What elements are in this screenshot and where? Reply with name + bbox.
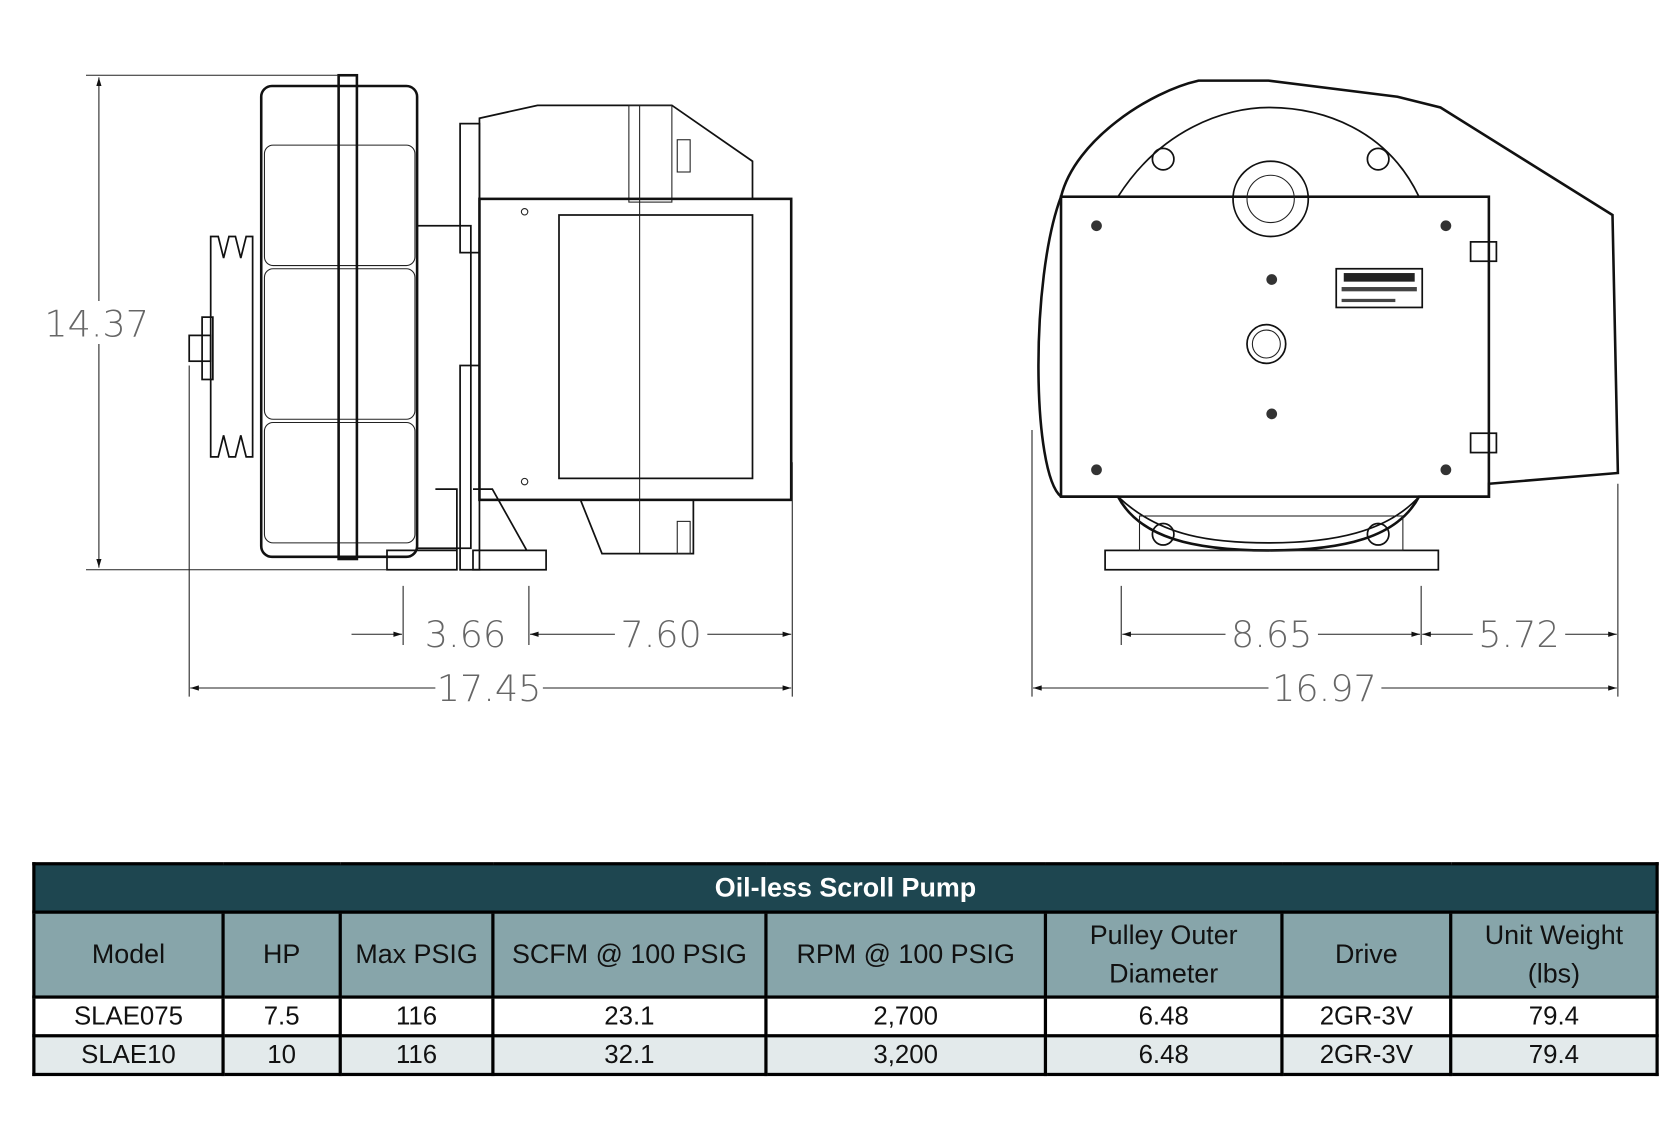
cell-rpm: 2,700	[764, 995, 1048, 1038]
overall-length-dimension: 17.45	[437, 667, 542, 710]
cell-max-psig: 116	[338, 995, 495, 1038]
table-row: SLAE10 10 116 32.1 3,200 6.48 2GR-3V 79.…	[32, 1034, 1659, 1077]
cell-pulley-diameter: 6.48	[1043, 1034, 1284, 1077]
fan-cover	[259, 73, 419, 561]
header-hp: HP	[221, 910, 342, 999]
nameplate	[1335, 267, 1424, 309]
header-scfm: SCFM @ 100 PSIG	[491, 910, 768, 999]
cell-rpm: 3,200	[764, 1034, 1048, 1077]
header-unit-weight: Unit Weight (lbs)	[1449, 910, 1659, 999]
cell-hp: 7.5	[221, 995, 342, 1038]
foot-to-rear-dimension: 7.60	[620, 613, 701, 656]
specs-table: Oil-less Scroll Pump Model HP Max PSIG S…	[32, 862, 1659, 1077]
foot-spacing-dimension: 3.66	[425, 613, 506, 656]
cell-model: SLAE075	[32, 995, 225, 1038]
mounting-feet	[386, 488, 547, 571]
cell-hp: 10	[221, 1034, 342, 1077]
side-view: 14.37 3.66 7.60 17.45	[44, 73, 793, 710]
table-row: SLAE075 7.5 116 23.1 2,700 6.48 2GR-3V 7…	[32, 995, 1659, 1038]
table-header-row: Model HP Max PSIG SCFM @ 100 PSIG RPM @ …	[32, 910, 1659, 999]
cell-pulley-diameter: 6.48	[1043, 995, 1284, 1038]
cell-unit-weight: 79.4	[1449, 1034, 1659, 1077]
cell-drive: 2GR-3V	[1280, 1034, 1453, 1077]
height-dimension: 14.37	[44, 302, 149, 345]
cell-model: SLAE10	[32, 1034, 225, 1077]
overall-width-dimension: 16.97	[1272, 667, 1377, 710]
foot-width-dimension: 8.65	[1231, 613, 1312, 656]
cell-scfm: 23.1	[491, 995, 768, 1038]
front-view: 8.65 5.72 16.97	[1031, 79, 1620, 710]
cell-max-psig: 116	[338, 1034, 495, 1077]
motor-housing	[416, 104, 793, 571]
header-drive: Drive	[1280, 910, 1453, 999]
header-pulley-diameter: Pulley Outer Diameter	[1043, 910, 1284, 999]
table-title: Oil-less Scroll Pump	[32, 862, 1659, 914]
pump-dimension-drawing: 14.37 3.66 7.60 17.45	[44, 73, 1620, 710]
cell-scfm: 32.1	[491, 1034, 768, 1077]
header-rpm: RPM @ 100 PSIG	[764, 910, 1048, 999]
foot-to-side-dimension: 5.72	[1478, 613, 1559, 656]
cell-drive: 2GR-3V	[1280, 995, 1453, 1038]
pulley	[201, 235, 254, 458]
header-max-psig: Max PSIG	[338, 910, 495, 999]
header-model: Model	[32, 910, 225, 999]
cell-unit-weight: 79.4	[1449, 995, 1659, 1038]
